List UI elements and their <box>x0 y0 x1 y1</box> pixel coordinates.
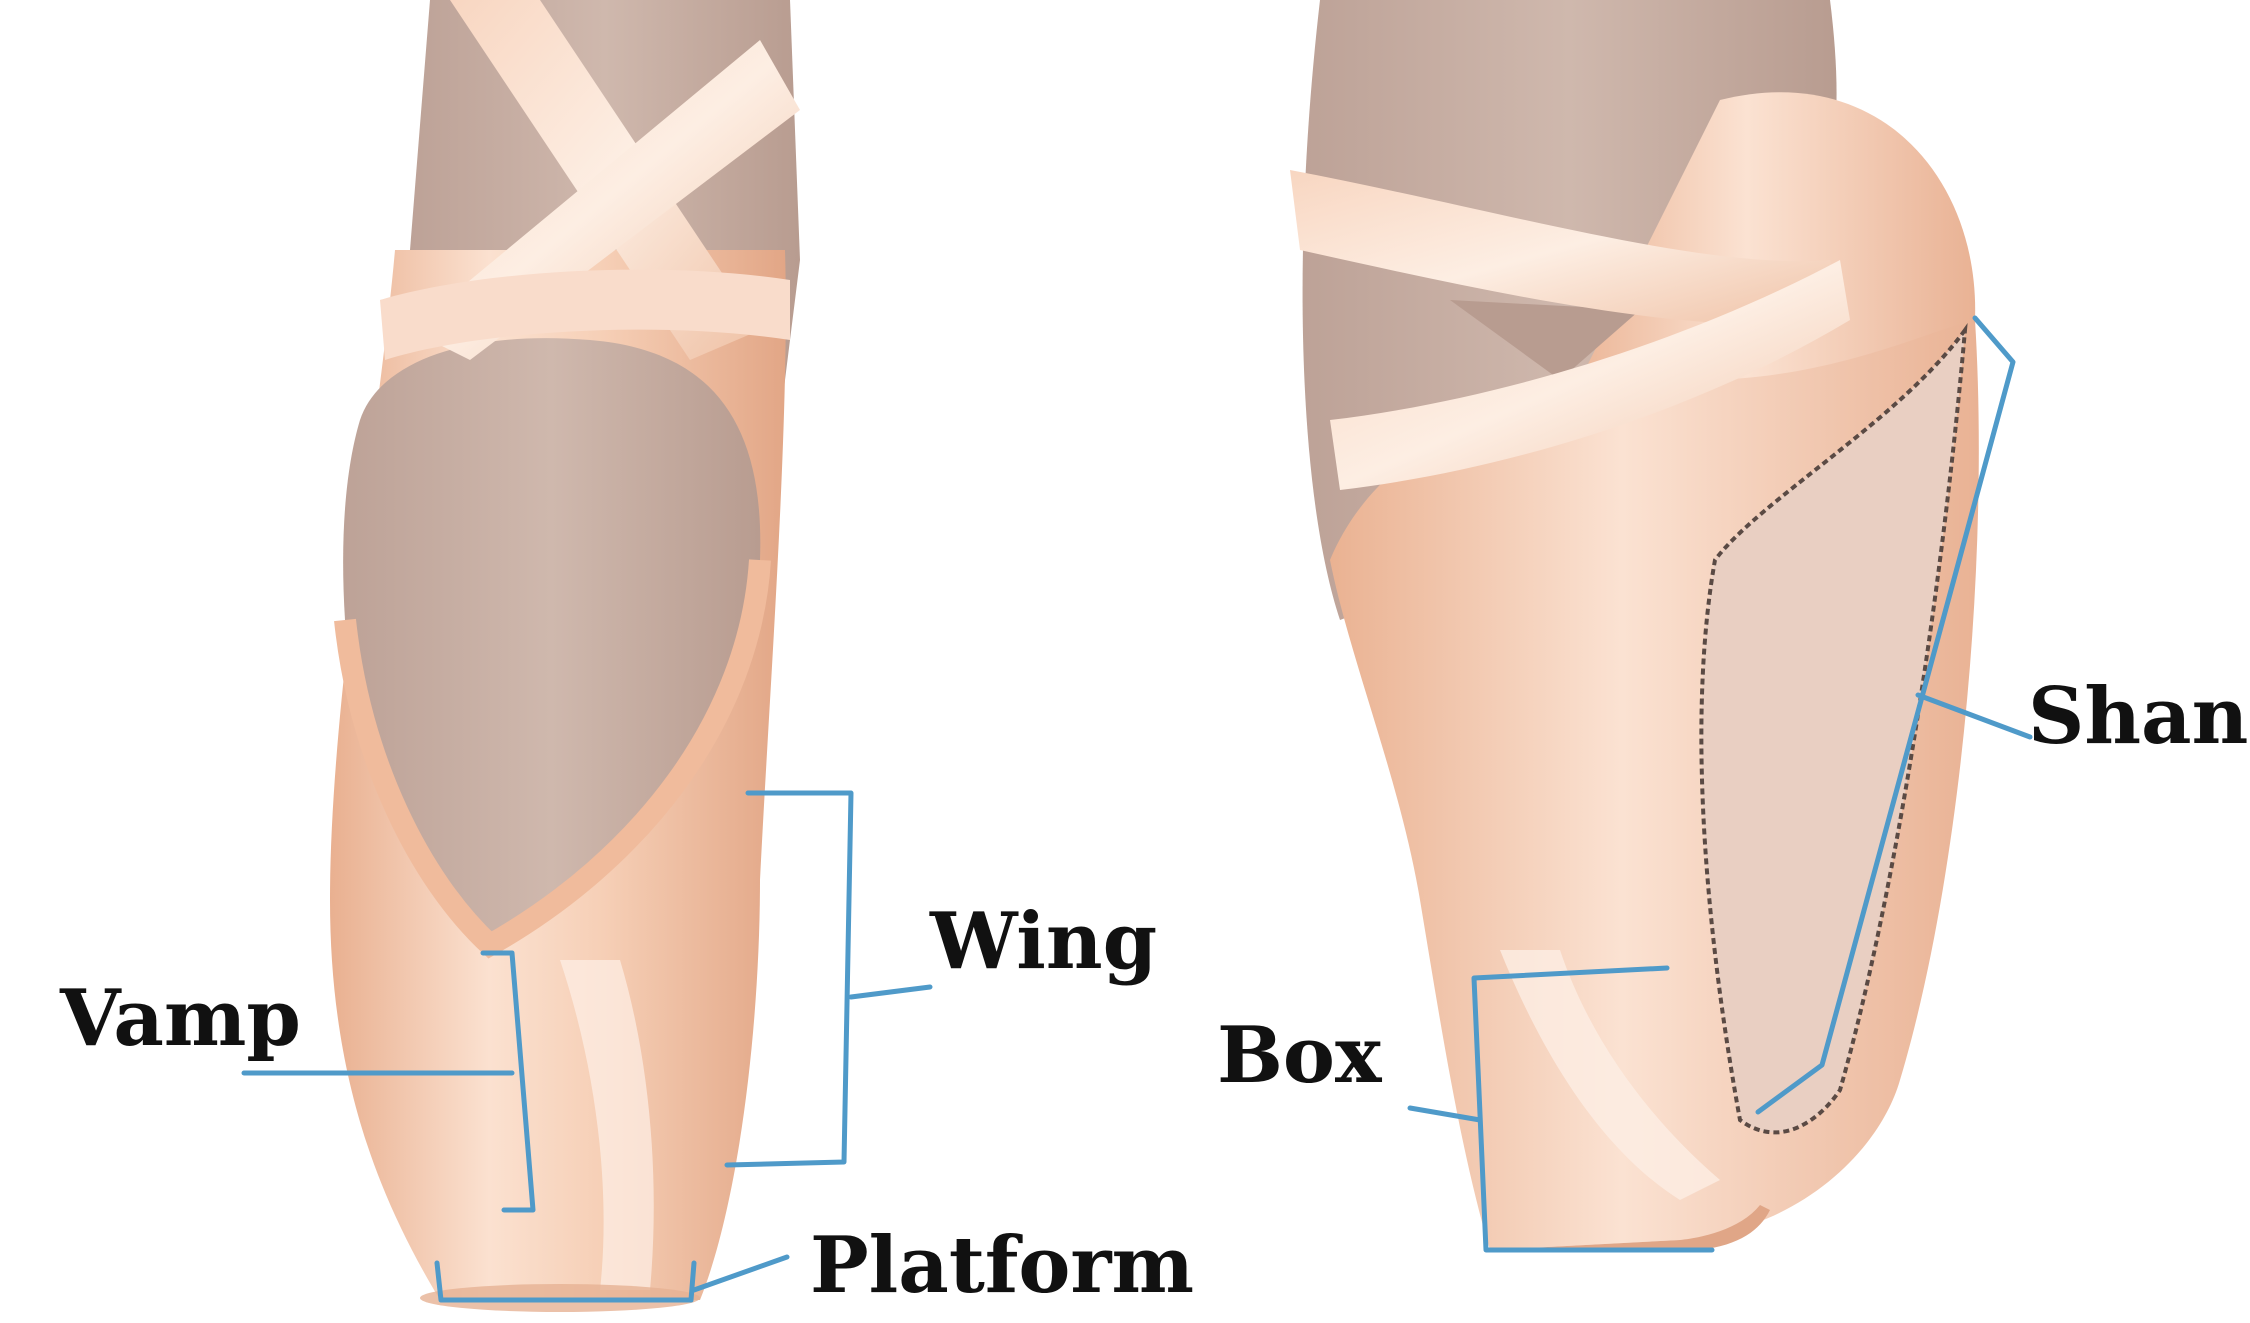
shank-label: Shank <box>2028 671 2250 762</box>
wing-label: Wing <box>929 896 1157 987</box>
right-shoe <box>1290 0 1979 1250</box>
vamp-label: Vamp <box>59 973 301 1064</box>
box-label: Box <box>1217 1010 1383 1101</box>
platform-label: Platform <box>810 1220 1194 1311</box>
wing-callout-line <box>851 987 930 997</box>
left-shoe <box>330 0 800 1312</box>
